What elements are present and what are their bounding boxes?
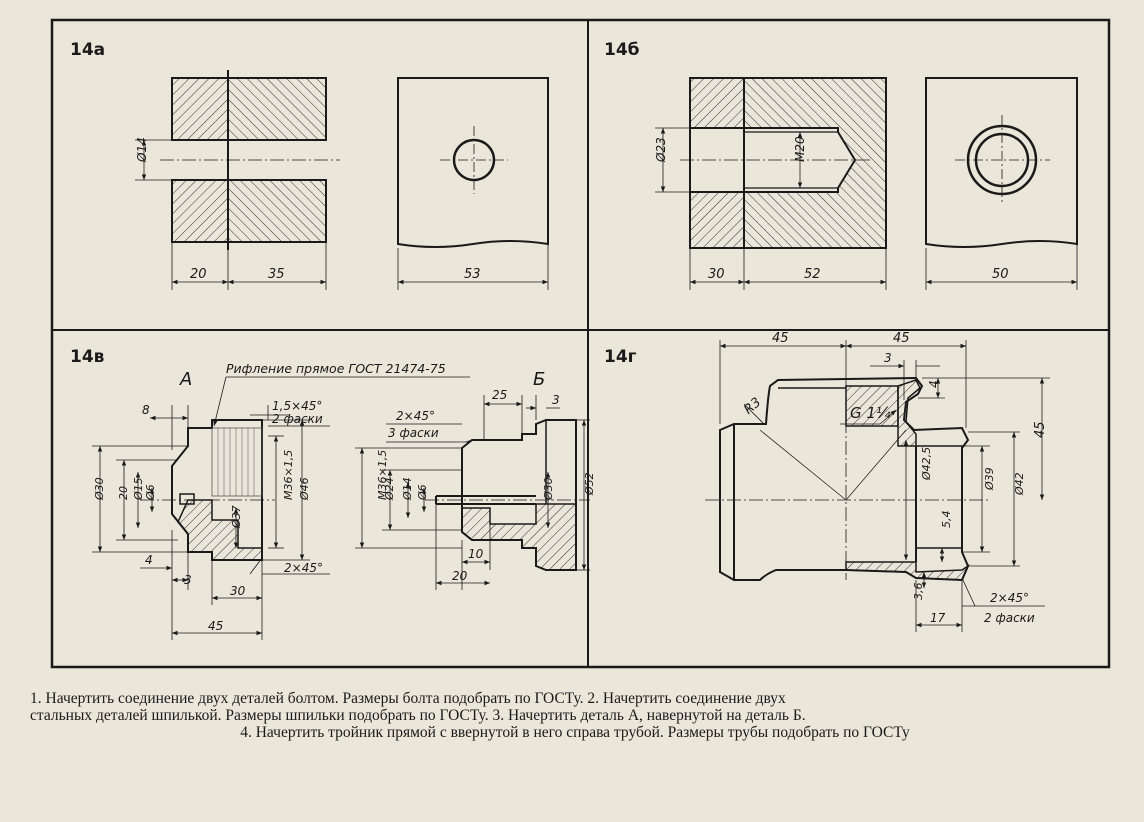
dim-4: 4 bbox=[145, 553, 153, 567]
dim-chamfer-2: 2×45° bbox=[284, 561, 323, 575]
dim-d23: Ø23 bbox=[654, 137, 668, 163]
caption-line-2: стальных деталей шпилькой. Размеры шпиль… bbox=[30, 707, 806, 724]
panel-label-14a: 14а bbox=[70, 40, 105, 60]
part-b-drawing bbox=[425, 419, 590, 571]
dim-chamfer-2b: 2×45° bbox=[396, 409, 435, 423]
thread-g: G 1¼ bbox=[850, 404, 891, 422]
panel-label-14v: 14в bbox=[70, 347, 105, 367]
dim-3-chamfers: 3 фаски bbox=[388, 426, 439, 440]
dim-d52: Ø52 bbox=[583, 472, 596, 496]
dim-d39: Ø39 bbox=[983, 467, 996, 491]
dims-14b bbox=[655, 127, 1078, 290]
dim-20: 20 bbox=[190, 267, 207, 282]
dim-d46: Ø46 bbox=[298, 477, 311, 501]
bolt-top-view bbox=[397, 77, 549, 248]
panel-14v: 14в А Б Рифление прямое ГОСТ 21474-75 bbox=[70, 347, 596, 640]
part-b-label: Б bbox=[533, 369, 545, 390]
dim-17: 17 bbox=[930, 611, 946, 625]
panel-label-14b: 14б bbox=[604, 40, 640, 60]
dim-d6: Ø6 bbox=[144, 484, 157, 501]
dims-14g bbox=[719, 340, 1050, 632]
dim-d30: Ø30 bbox=[93, 477, 106, 501]
dim-m20: M20 bbox=[793, 136, 807, 162]
dim-m36: M36×1,5 bbox=[282, 450, 295, 500]
dim-30: 30 bbox=[708, 267, 725, 282]
panel-14b: 14б bbox=[604, 40, 1078, 290]
panel-14g: 14г bbox=[604, 331, 1050, 632]
part-a-label: А bbox=[179, 369, 192, 390]
dim-3b: 3 bbox=[552, 393, 560, 407]
dim-m36b: M36×1,5 bbox=[376, 450, 389, 500]
dim-3: 3 bbox=[184, 573, 192, 587]
dim-45: 45 bbox=[208, 619, 223, 633]
frame bbox=[50, 18, 1111, 669]
dim-30: 30 bbox=[230, 584, 246, 598]
dim-d14b: Ø14 bbox=[401, 477, 414, 501]
dim-10: 10 bbox=[468, 547, 484, 561]
stud-section-view bbox=[680, 77, 887, 249]
dim-4: 4 bbox=[927, 380, 941, 388]
tee-fitting-drawing bbox=[705, 375, 990, 582]
dim-54: 5,4 bbox=[940, 511, 953, 529]
panel-label-14g: 14г bbox=[604, 347, 637, 367]
dim-53: 53 bbox=[464, 267, 481, 282]
dim-d42: Ø42 bbox=[1013, 472, 1026, 496]
part-a-drawing bbox=[140, 419, 275, 561]
dim-r3: R3 bbox=[741, 395, 764, 418]
task-caption: 1. Начертить соединение двух деталей бол… bbox=[30, 690, 1120, 741]
dim-d6b: Ø6 bbox=[416, 484, 429, 501]
bolt-section-view bbox=[160, 70, 340, 250]
dim-50: 50 bbox=[992, 267, 1009, 282]
knurling-note: Рифление прямое ГОСТ 21474-75 bbox=[226, 361, 446, 376]
caption-line-3: 4. Начертить тройник прямой с ввернутой … bbox=[240, 724, 910, 741]
caption-line-1: 1. Начертить соединение двух деталей бол… bbox=[30, 690, 786, 707]
dim-45b: 45 bbox=[893, 331, 910, 346]
dim-chamfer-15: 1,5×45° bbox=[272, 399, 322, 413]
dim-45v: 45 bbox=[1033, 421, 1048, 438]
dim-d425: Ø42,5 bbox=[920, 447, 933, 481]
stud-top-view bbox=[925, 77, 1078, 248]
dim-chamfer-2: 2×45° bbox=[990, 591, 1029, 605]
dim-d15: Ø15 bbox=[132, 477, 145, 501]
dims-part-b bbox=[355, 395, 590, 590]
dim-2-chamfers: 2 фаски bbox=[984, 611, 1035, 625]
dim-20b: 20 bbox=[452, 569, 468, 583]
dim-d37: Ø37 bbox=[230, 505, 243, 529]
dims-part-a bbox=[92, 405, 330, 640]
panel-14a: 14а bbox=[70, 40, 549, 290]
dim-2-chamfers: 2 фаски bbox=[272, 412, 323, 426]
dim-d30b: Ø30 bbox=[542, 477, 555, 501]
dims-14a bbox=[135, 139, 549, 290]
dim-36: 3,6 bbox=[912, 583, 925, 601]
dim-d14: Ø14 bbox=[135, 137, 149, 163]
dim-8: 8 bbox=[142, 403, 150, 417]
dim-35: 35 bbox=[268, 267, 285, 282]
dim-3: 3 bbox=[884, 351, 892, 365]
dim-d24: Ø24 bbox=[383, 477, 396, 501]
dim-45a: 45 bbox=[772, 331, 789, 346]
dim-d20: 20 bbox=[117, 486, 130, 500]
dim-52: 52 bbox=[804, 267, 821, 282]
dim-25: 25 bbox=[492, 388, 507, 402]
